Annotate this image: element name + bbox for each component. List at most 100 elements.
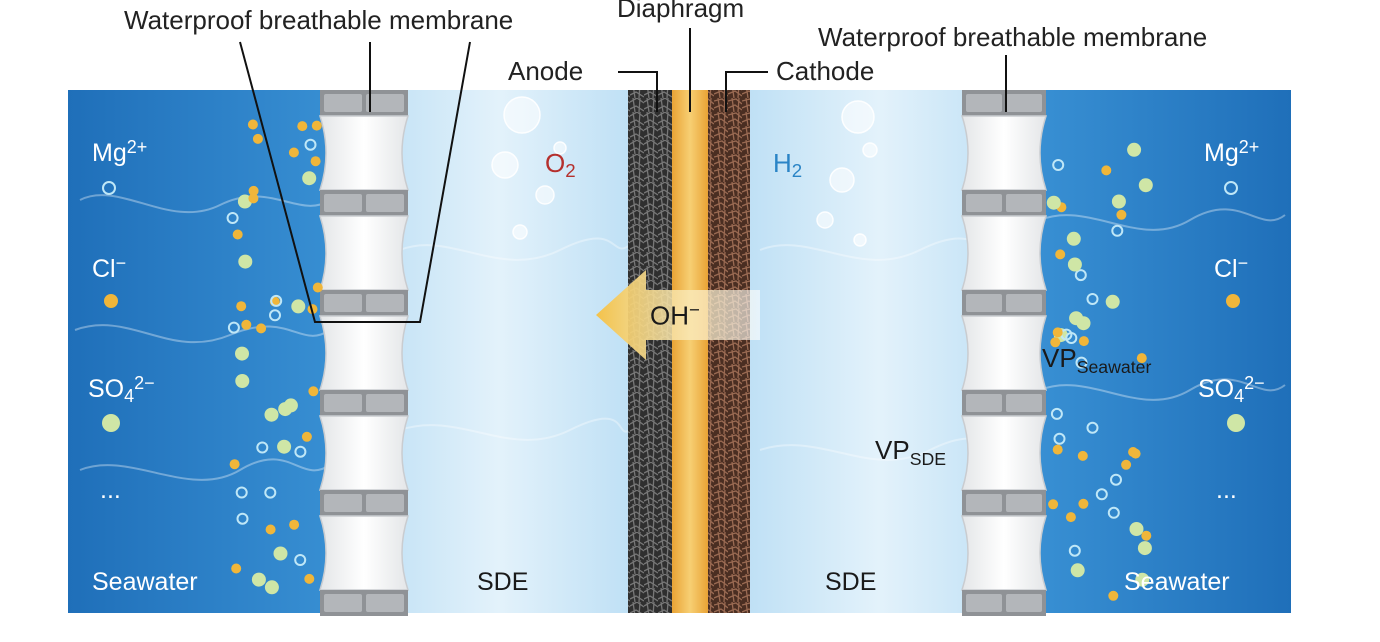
ion-particle bbox=[232, 229, 243, 240]
vp-sde-base: VP bbox=[875, 435, 910, 465]
oxygen-bubbles bbox=[491, 96, 567, 240]
ion-label-so4-right: SO42− bbox=[1198, 374, 1265, 405]
membrane-segment bbox=[960, 515, 1048, 591]
ion-particle bbox=[1077, 450, 1088, 461]
ellipsis-left: ... bbox=[100, 476, 121, 504]
ion-sup: 2+ bbox=[126, 137, 148, 157]
label-membrane-left: Waterproof breathable membrane bbox=[124, 5, 514, 35]
diaphragm-layer bbox=[672, 90, 708, 613]
ion-particle bbox=[247, 119, 258, 130]
ion-particle bbox=[252, 133, 263, 144]
ion-particle bbox=[297, 121, 308, 132]
ion-sub: 4 bbox=[1234, 386, 1245, 407]
ion-particle bbox=[237, 194, 252, 209]
ion-particle bbox=[1111, 224, 1124, 237]
ion-particle bbox=[1078, 498, 1089, 509]
seawater-left-ions bbox=[226, 119, 323, 595]
ion-particle bbox=[229, 459, 240, 470]
ion-particle bbox=[1052, 327, 1063, 338]
ion-base: SO bbox=[88, 375, 125, 404]
hydrogen-sub: 2 bbox=[791, 160, 803, 182]
ion-particle bbox=[1086, 421, 1099, 434]
membrane-bar bbox=[320, 490, 408, 516]
ion-particle bbox=[1108, 590, 1119, 601]
label-diaphragm: Diaphragm bbox=[617, 0, 745, 23]
ion-sup: − bbox=[1237, 253, 1249, 273]
ion-base: Mg bbox=[92, 139, 127, 168]
ion-particle bbox=[1138, 178, 1153, 193]
ion-label-so4-left: SO42− bbox=[88, 374, 155, 405]
ion-particle bbox=[248, 193, 259, 204]
ion-particle bbox=[301, 431, 312, 442]
ion-particle bbox=[1065, 512, 1076, 523]
ion-particle bbox=[1067, 257, 1082, 272]
ion-particle bbox=[226, 212, 239, 224]
label-membrane-right: Waterproof breathable membrane bbox=[818, 22, 1208, 52]
ion-particle bbox=[1086, 293, 1099, 305]
ion-particle bbox=[311, 120, 322, 131]
ion-particle bbox=[1101, 165, 1112, 176]
ion-particle bbox=[248, 185, 259, 196]
label-oxygen: O2 bbox=[545, 150, 576, 181]
ion-particle bbox=[1107, 506, 1120, 519]
ion-particle bbox=[302, 171, 317, 186]
ion-particle bbox=[235, 374, 250, 388]
ion-sup: − bbox=[115, 253, 127, 273]
ion-particle bbox=[1075, 356, 1088, 369]
legend-mg-icon bbox=[102, 181, 116, 195]
seawater-right-region bbox=[1010, 90, 1291, 613]
ion-particle bbox=[1050, 337, 1061, 348]
ion-particle bbox=[256, 323, 267, 334]
ion-base: Mg bbox=[1204, 139, 1239, 168]
label-sde-right: SDE bbox=[825, 568, 877, 596]
ion-particle bbox=[269, 309, 281, 322]
label-seawater-left: Seawater bbox=[92, 568, 198, 596]
ion-particle bbox=[236, 512, 249, 525]
ion-particle bbox=[1095, 488, 1108, 501]
ion-particle bbox=[238, 254, 253, 269]
ion-label-mg-left: Mg2+ bbox=[92, 138, 147, 166]
ion-particle bbox=[265, 524, 276, 535]
seawater-left-region bbox=[68, 90, 368, 613]
hydroxide-base: OH bbox=[650, 300, 689, 331]
ion-particle bbox=[1136, 353, 1147, 364]
vp-seawater-base: VP bbox=[1042, 343, 1077, 373]
membrane-segment bbox=[960, 415, 1048, 491]
ion-particle bbox=[1141, 530, 1152, 541]
oxygen-sub: 2 bbox=[565, 160, 576, 182]
ion-particle bbox=[1078, 336, 1089, 347]
membrane-bar bbox=[320, 90, 408, 116]
ion-particle bbox=[1111, 194, 1126, 209]
cathode-electrode bbox=[708, 90, 750, 613]
ion-particle bbox=[1137, 541, 1152, 556]
ion-base: Cl bbox=[1214, 255, 1238, 284]
ion-particle bbox=[1068, 544, 1081, 557]
ion-particle bbox=[1066, 231, 1081, 246]
ion-sup: 2+ bbox=[1238, 137, 1260, 157]
ion-base: Cl bbox=[92, 255, 116, 284]
membrane-right bbox=[960, 90, 1048, 616]
ion-particle bbox=[1070, 563, 1085, 578]
vp-seawater-sub: Seawater bbox=[1076, 357, 1152, 378]
ion-particle bbox=[241, 319, 252, 330]
legend-cl-icon-right bbox=[1226, 294, 1240, 308]
ion-particle bbox=[256, 441, 269, 454]
seawater-right-ions bbox=[1046, 142, 1153, 601]
membrane-segment bbox=[960, 115, 1048, 191]
membrane-bar bbox=[962, 390, 1046, 416]
vp-sde-sub: SDE bbox=[909, 449, 947, 470]
ion-particle bbox=[1127, 142, 1142, 157]
ion-particle bbox=[294, 554, 307, 566]
ion-particle bbox=[1065, 332, 1078, 344]
ion-particle bbox=[1052, 159, 1065, 171]
ion-particle bbox=[273, 546, 288, 561]
ion-base: SO bbox=[1198, 375, 1235, 404]
ion-particle bbox=[251, 572, 266, 587]
ion-particle bbox=[1121, 459, 1132, 470]
ion-particle bbox=[235, 346, 249, 361]
leader-membrane-left-a bbox=[239, 41, 471, 323]
ion-particle bbox=[1105, 294, 1120, 309]
ion-particle bbox=[231, 563, 242, 574]
ion-particle bbox=[264, 407, 279, 422]
